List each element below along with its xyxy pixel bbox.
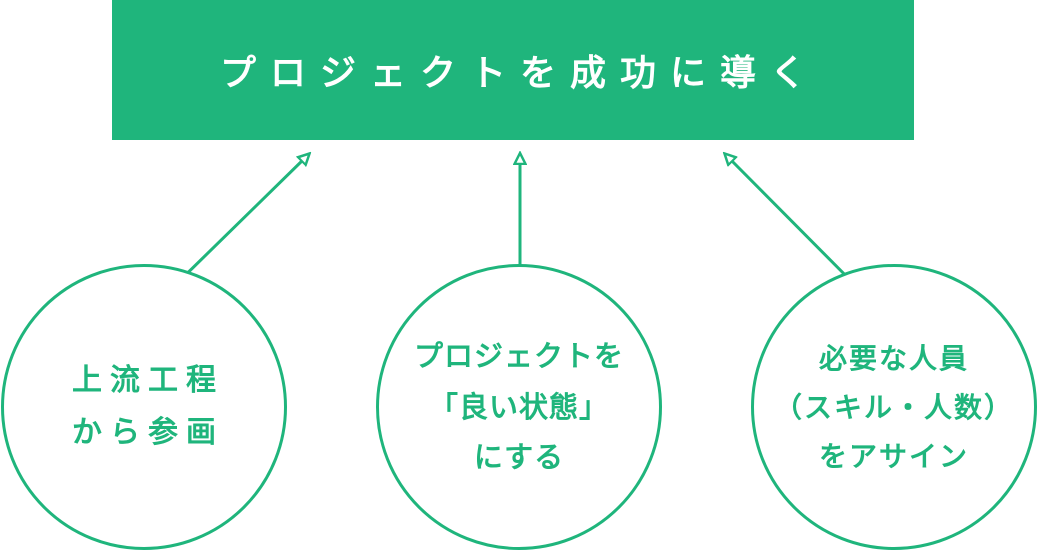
factor-label-line: プロジェクトを	[413, 338, 624, 373]
factor-label: プロジェクトを 「良い状態」 にする	[414, 331, 624, 483]
factor-label-line: （スキル・人数）	[773, 390, 1014, 424]
factor-label: 必要な人員 （スキル・人数） をアサイン	[774, 334, 1014, 481]
goal-label: プロジェクトを成功に導く	[219, 53, 820, 94]
factor-label-line: をアサイン	[818, 439, 969, 473]
goal-box: プロジェクトを成功に導く	[112, 0, 914, 140]
factor-label-line: 上流工程	[72, 362, 224, 398]
factor-label: 上流工程 から参画	[64, 355, 224, 460]
factor-circle-upstream: 上流工程 から参画	[1, 264, 287, 550]
factor-label-line: 「良い状態」	[428, 389, 609, 424]
factor-circle-staffing: 必要な人員 （スキル・人数） をアサイン	[751, 264, 1037, 550]
factor-circle-project-state: プロジェクトを 「良い状態」 にする	[376, 264, 662, 550]
factor-label-line: から参画	[72, 415, 224, 450]
factor-label-line: 必要な人員	[818, 341, 969, 375]
factor-label-line: にする	[473, 440, 565, 475]
